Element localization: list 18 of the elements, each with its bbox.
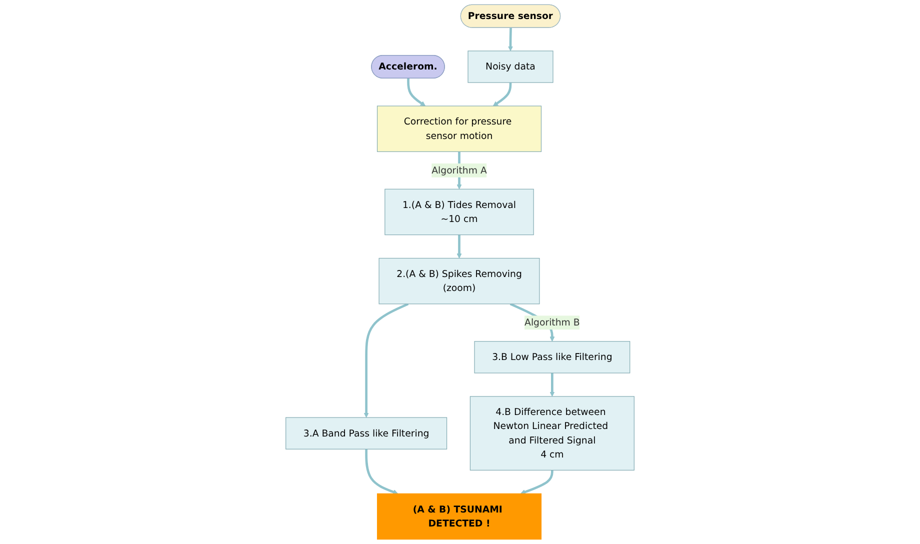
node-box: (A & B) TSUNAMI DETECTED !: [376, 493, 542, 540]
node-box: 3.B Low Pass like Filtering: [474, 341, 630, 374]
arrow: [508, 28, 514, 52]
node-box: 1.(A & B) Tides Removal ~10 cm: [384, 188, 534, 236]
arrow: [456, 234, 462, 258]
edge-label: Algorithm A: [432, 164, 487, 176]
node-box: Correction for pressure sensor motion: [376, 106, 542, 152]
node-box: Noisy data: [468, 50, 554, 83]
arrow: [407, 78, 426, 106]
arrow: [365, 449, 398, 494]
arrow: [364, 302, 409, 418]
node-box: 2.(A & B) Spikes Removing (zoom): [378, 258, 540, 304]
arrow: [550, 373, 555, 397]
arrow: [520, 470, 554, 494]
node-box: 3.A Band Pass like Filtering: [286, 417, 448, 450]
node-box: 4.B Difference between Newton Linear Predicted and Filtered Signal 4 cm: [470, 396, 634, 470]
arrow: [492, 82, 512, 106]
edge-label: Algorithm B: [524, 316, 580, 328]
